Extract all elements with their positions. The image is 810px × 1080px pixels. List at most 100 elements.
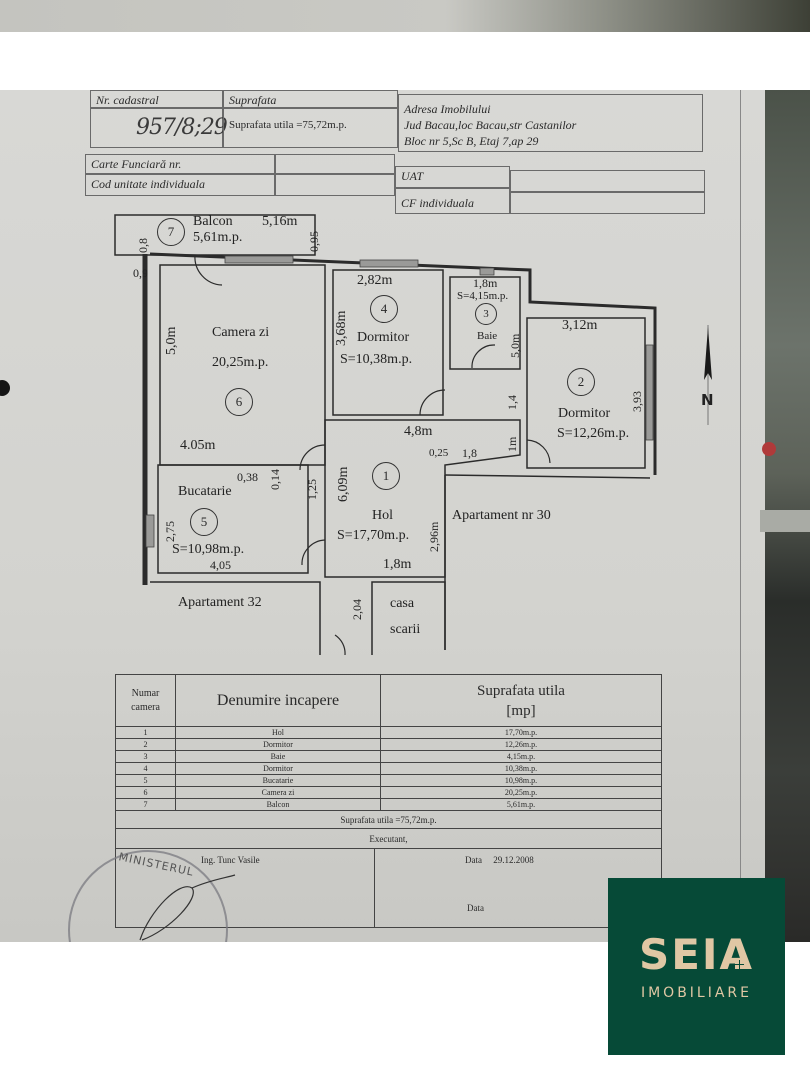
room-name-baie: Baie [477,330,498,342]
north-arrow-icon [704,325,712,425]
dim-hol-width: 4,8m [404,424,433,439]
stair-label-1: casa [390,596,415,611]
dim-baie-width: 1,8m [473,276,498,290]
room-name-balcon: Balcon [193,214,233,229]
room-area-camera-zi: 20,25m.p. [212,355,269,370]
date-label-2: Data [467,903,484,913]
header-suprafata: Suprafata utila [mp] [477,682,565,719]
photo-background-strip [0,0,810,32]
room-area-hol: S=17,70m.p. [337,528,410,543]
north-label: N [701,391,714,409]
dim-hol-height: 6,09m [336,466,351,502]
executant-label: Executant, [116,829,661,849]
dim-camera-width: 4.05m [180,438,216,453]
logo-subtitle: IMOBILIARE [640,984,753,1001]
dim-hol-d: 1m [505,436,519,452]
dim-bucatarie-c: 1,25 [305,479,319,500]
neighbor-apartament-32: Apartament 32 [178,595,262,610]
dim-dormitor4-height: 3,68m [334,310,349,346]
uat-value [510,170,705,192]
nr-cadastral-value: 957/8;29 [136,115,228,140]
date-label: Data [465,855,482,865]
dim-balcon-height: 0,95 [307,231,321,252]
house-window-icon [735,959,745,969]
cf-individuala-label: CF individuala [395,188,510,214]
header-denumire: Denumire incapere [176,675,381,726]
dim-balcon-left: 0,8 [136,238,150,253]
dim-bucatarie-height: 2,75 [163,521,177,542]
date-cell: Data 29.12.2008 Data [375,849,661,927]
room-number-4: 4 [370,295,398,323]
adresa-label: Adresa Imobilului [404,102,491,116]
room-number-5: 5 [190,508,218,536]
room-number-6: 6 [225,388,253,416]
dim-dormitor2-height: 3,93 [630,391,644,412]
seia-imobiliare-logo: SEIA IMOBILIARE [608,878,785,1055]
cod-unitate-label: Cod unitate individuala [85,174,275,196]
table-header: Numar camera Denumire incapere Suprafata… [116,675,661,727]
background-object [760,510,810,532]
dim-balcon-width: 5,16m [262,214,298,229]
dim-hol-c: 1,4 [505,395,519,410]
dim-bucatarie-a: 0,38 [237,470,258,484]
floor-plan-photo: Nr. cadastral 957/8;29 Suprafata Suprafa… [0,90,810,942]
suprafata-label: Suprafata [223,90,398,108]
document-paper [0,90,765,942]
table-total: Suprafata utila =75,72m.p. [116,811,661,829]
dim-hol-b: 1,8 [462,446,477,460]
dim-bucatarie-width: 4,05 [210,558,231,572]
adresa-line2: Bloc nr 5,Sc B, Etaj 7,ap 29 [404,134,539,148]
rooms-table: Numar camera Denumire incapere Suprafata… [115,674,662,928]
nr-cadastral-label: Nr. cadastral [90,90,223,108]
room-name-bucatarie: Bucatarie [178,484,232,499]
room-name-hol: Hol [372,508,393,523]
paper-edge [740,90,741,942]
signature-scribble [139,874,236,941]
white-band [0,32,810,90]
dim-baie-height: 5,0m [508,333,522,358]
engineer-name: Ing. Tunc Vasile [116,849,375,927]
floor-plan-drawing [114,214,657,656]
dim-bucatarie-b: 0,14 [268,469,282,490]
dim-hol-a: 0,25 [429,447,449,459]
room-area-dormitor-2: S=12,26m.p. [557,426,630,441]
room-name-camera-zi: Camera zi [212,325,270,340]
room-area-balcon: 5,61m.p. [193,230,243,245]
room-area-baie: S=4,15m.p. [457,290,509,302]
dim-hol-f: 1,8m [383,557,412,572]
cod-unitate-value [275,174,395,196]
room-area-dormitor-4: S=10,38m.p. [340,352,413,367]
dim-hol-e: 2,96m [427,521,441,552]
dim-entry: 2,04 [350,599,364,620]
room-name-dormitor-4: Dormitor [357,330,410,345]
room-area-bucatarie: S=10,98m.p. [172,542,245,557]
punch-hole [0,380,10,396]
carte-funciara-label: Carte Funciară nr. [85,154,275,174]
header-numar-camera: Numar camera [116,675,176,726]
room-name-dormitor-2: Dormitor [558,406,611,421]
nr-cadastral-cell: 957/8;29 [90,108,228,148]
carte-funciara-value [275,154,395,174]
uat-label: UAT [395,166,510,188]
cf-individuala-value [510,192,705,214]
neighbor-apartament-30: Apartament nr 30 [452,508,551,523]
dim-camera-height: 5,0m [164,326,179,355]
logo-wordmark: SEIA [638,929,755,979]
north-arrow: N [700,325,716,430]
room-number-3: 3 [475,303,497,325]
room-number-7: 7 [157,218,185,246]
signature-row: Ing. Tunc Vasile Data 29.12.2008 Data [116,849,661,927]
adresa-line1: Jud Bacau,loc Bacau,str Castanilor [404,118,577,132]
room-number-1: 1 [372,462,400,490]
dim-dormitor4-width: 2,82m [357,273,393,288]
stair-label-2: scarii [390,622,421,637]
date-value: 29.12.2008 [493,855,534,865]
dim-balcon-left2: 0,9 [133,266,148,280]
